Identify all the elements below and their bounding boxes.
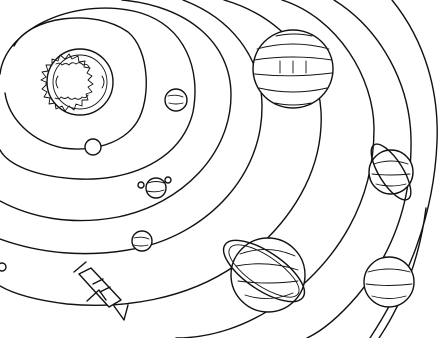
orbit-3-icon — [0, 0, 231, 221]
gas-giant-icon — [253, 30, 333, 108]
small-planet-edge-icon — [0, 263, 6, 271]
spacecraft-icon — [74, 262, 128, 320]
rocky-planet-icon — [85, 89, 187, 251]
outer-planet-icon — [364, 257, 414, 307]
sun-icon — [41, 49, 113, 115]
ringed-planet-icon — [214, 229, 313, 313]
mars-icon — [138, 177, 171, 198]
ringed-planet-small-icon — [364, 139, 418, 206]
